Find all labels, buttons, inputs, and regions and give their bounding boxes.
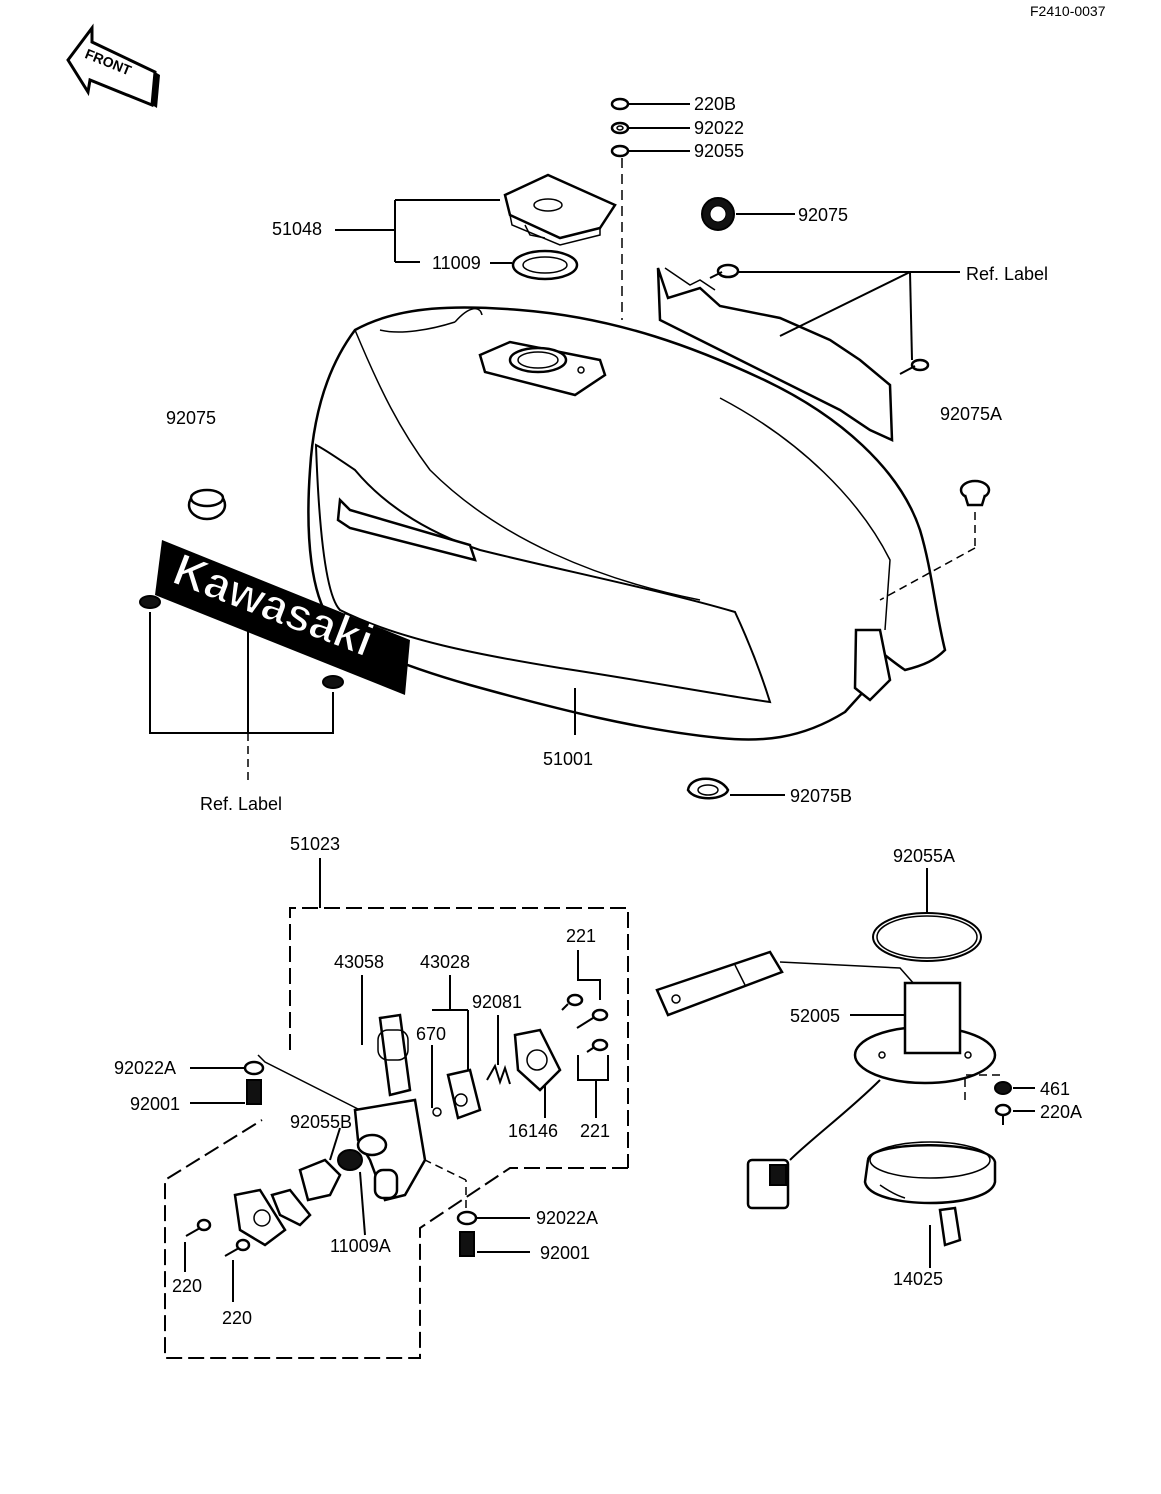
label-51023: 51023 — [290, 834, 340, 854]
lever-43058 — [361, 975, 412, 1097]
label-16146: 16146 — [508, 1121, 558, 1141]
label-670: 670 — [416, 1024, 446, 1044]
label-92081: 92081 — [472, 992, 522, 1012]
label-ref-label-left: Ref. Label — [200, 794, 282, 814]
label-221-bottom: 221 — [580, 1121, 610, 1141]
label-92055A: 92055A — [893, 846, 955, 866]
fuel-gauge-52005 — [655, 950, 997, 1210]
label-92001-right: 92001 — [540, 1243, 590, 1263]
washer-screw-right — [424, 1159, 530, 1257]
plate-43028 — [432, 975, 482, 1120]
valve-body — [353, 1098, 427, 1202]
label-220-a: 220 — [172, 1276, 202, 1296]
label-220-b: 220 — [222, 1308, 252, 1328]
label-43058: 43058 — [334, 952, 384, 972]
spring-92081 — [486, 1015, 511, 1086]
gasket-11009 — [490, 249, 579, 281]
front-arrow-icon: FRONT — [66, 23, 160, 108]
cover-16146 — [513, 1028, 562, 1118]
label-92075B: 92075B — [790, 786, 852, 806]
gasket-11009A — [337, 1149, 366, 1236]
filter-plate — [233, 1188, 312, 1247]
screws-221 — [561, 950, 609, 1118]
label-220A: 220A — [1040, 1102, 1082, 1122]
grommet-92075-left — [187, 488, 227, 521]
label-92075A: 92075A — [940, 404, 1002, 424]
washer-92022 — [610, 121, 690, 135]
washer-92055 — [610, 144, 690, 320]
label-14025: 14025 — [893, 1269, 943, 1289]
grommet-92075A — [879, 479, 991, 601]
washer-461 — [964, 1074, 1035, 1125]
washer-screw-left — [190, 1054, 361, 1111]
label-92001-left: 92001 — [130, 1094, 180, 1114]
label-220B: 220B — [694, 94, 736, 114]
fuel-tank-51001 — [307, 306, 947, 741]
label-92075-left: 92075 — [166, 408, 216, 428]
label-461: 461 — [1040, 1079, 1070, 1099]
screw-220B — [610, 97, 690, 111]
emblem-screws — [139, 595, 344, 785]
label-92075-top: 92075 — [798, 205, 848, 225]
grommet-92075-top — [701, 197, 795, 231]
label-11009A: 11009A — [330, 1236, 391, 1256]
label-51001: 51001 — [543, 749, 593, 769]
side-cover-plate — [656, 263, 960, 442]
label-92055B: 92055B — [290, 1112, 352, 1132]
o-ring-670 — [431, 1045, 442, 1117]
label-ref-label-top: Ref. Label — [966, 264, 1048, 284]
label-51048: 51048 — [272, 219, 322, 239]
figure-id: F2410-0037 — [1030, 3, 1106, 19]
fuel-cap-51048 — [503, 173, 617, 246]
label-92022A-right: 92022A — [536, 1208, 598, 1228]
o-ring-92055B — [298, 1127, 342, 1202]
cup-14025 — [863, 1141, 997, 1268]
label-92022A-left: 92022A — [114, 1058, 176, 1078]
o-ring-92055A — [872, 868, 982, 962]
fuel-cock-assembly-bounding — [164, 907, 629, 1359]
label-11009: 11009 — [432, 253, 481, 273]
label-52005: 52005 — [790, 1006, 840, 1026]
screws-220 — [184, 1218, 251, 1302]
label-221-top: 221 — [566, 926, 596, 946]
label-92055: 92055 — [694, 141, 744, 161]
label-43028: 43028 — [420, 952, 470, 972]
grommet-92075B — [686, 777, 785, 800]
label-92022: 92022 — [694, 118, 744, 138]
